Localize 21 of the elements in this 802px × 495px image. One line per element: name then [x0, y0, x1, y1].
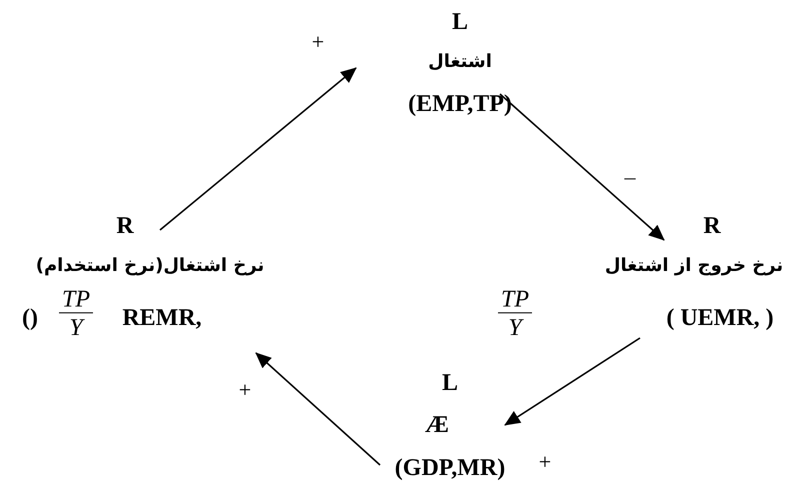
- node-label: نرخ اشتغال(نرخ استخدام): [36, 256, 264, 276]
- node-label: L: [442, 370, 458, 396]
- fraction-denominator: Y: [69, 314, 83, 342]
- arrow: [160, 67, 357, 231]
- node-label: REMR,: [122, 304, 202, 332]
- node-label: (GDP,MR): [394, 454, 506, 482]
- node-label: R: [703, 212, 721, 240]
- node-label: R: [116, 212, 134, 240]
- arrow: [504, 337, 640, 426]
- fraction-denominator: Y: [508, 314, 522, 342]
- node-label: اشتغال: [428, 52, 492, 72]
- node-label: (): [22, 304, 38, 332]
- node-label: L: [452, 8, 468, 36]
- fraction-numerator: TP: [498, 286, 532, 314]
- node-label: نرخ خروج از اشتغال: [604, 256, 784, 276]
- node-label: ( UEMR, ): [666, 304, 774, 332]
- node-label: (EMP,TP): [408, 90, 512, 118]
- node-label: Æ: [425, 412, 449, 438]
- arrow: [499, 93, 665, 241]
- fraction-numerator: TP: [59, 286, 93, 314]
- arrow: [255, 352, 381, 466]
